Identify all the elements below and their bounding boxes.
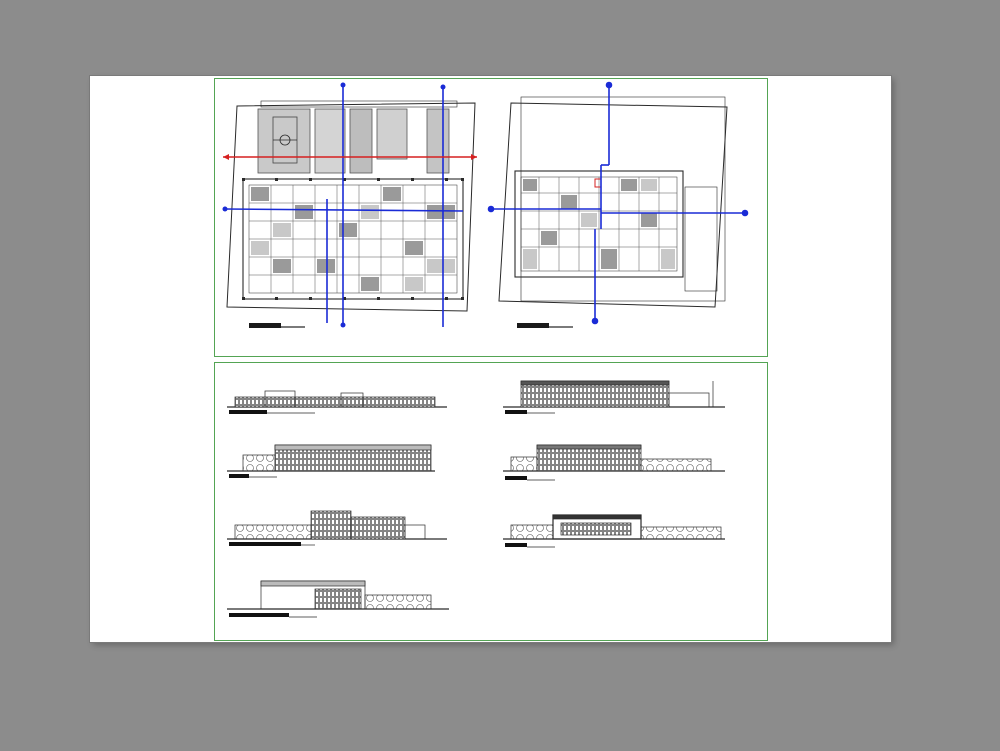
elevation-6: [503, 444, 725, 481]
elevation-5: [503, 380, 725, 414]
drawing-sheet[interactable]: [90, 76, 891, 642]
viewport-floor-plans[interactable]: [214, 78, 768, 357]
floor-plan-ground: [226, 100, 476, 328]
floor-plan-upper: [498, 96, 728, 328]
elevation-7: [503, 514, 725, 548]
section-lines-upper: [487, 81, 749, 325]
elevation-3: [227, 510, 447, 546]
elevations-drawing: [227, 380, 725, 618]
elevation-2: [227, 444, 435, 478]
elevation-4: [227, 580, 449, 618]
viewport-elevations[interactable]: [214, 362, 768, 641]
section-lines-ground: [222, 82, 477, 328]
floor-plans-drawing: [222, 81, 749, 328]
elevation-1: [227, 390, 447, 414]
